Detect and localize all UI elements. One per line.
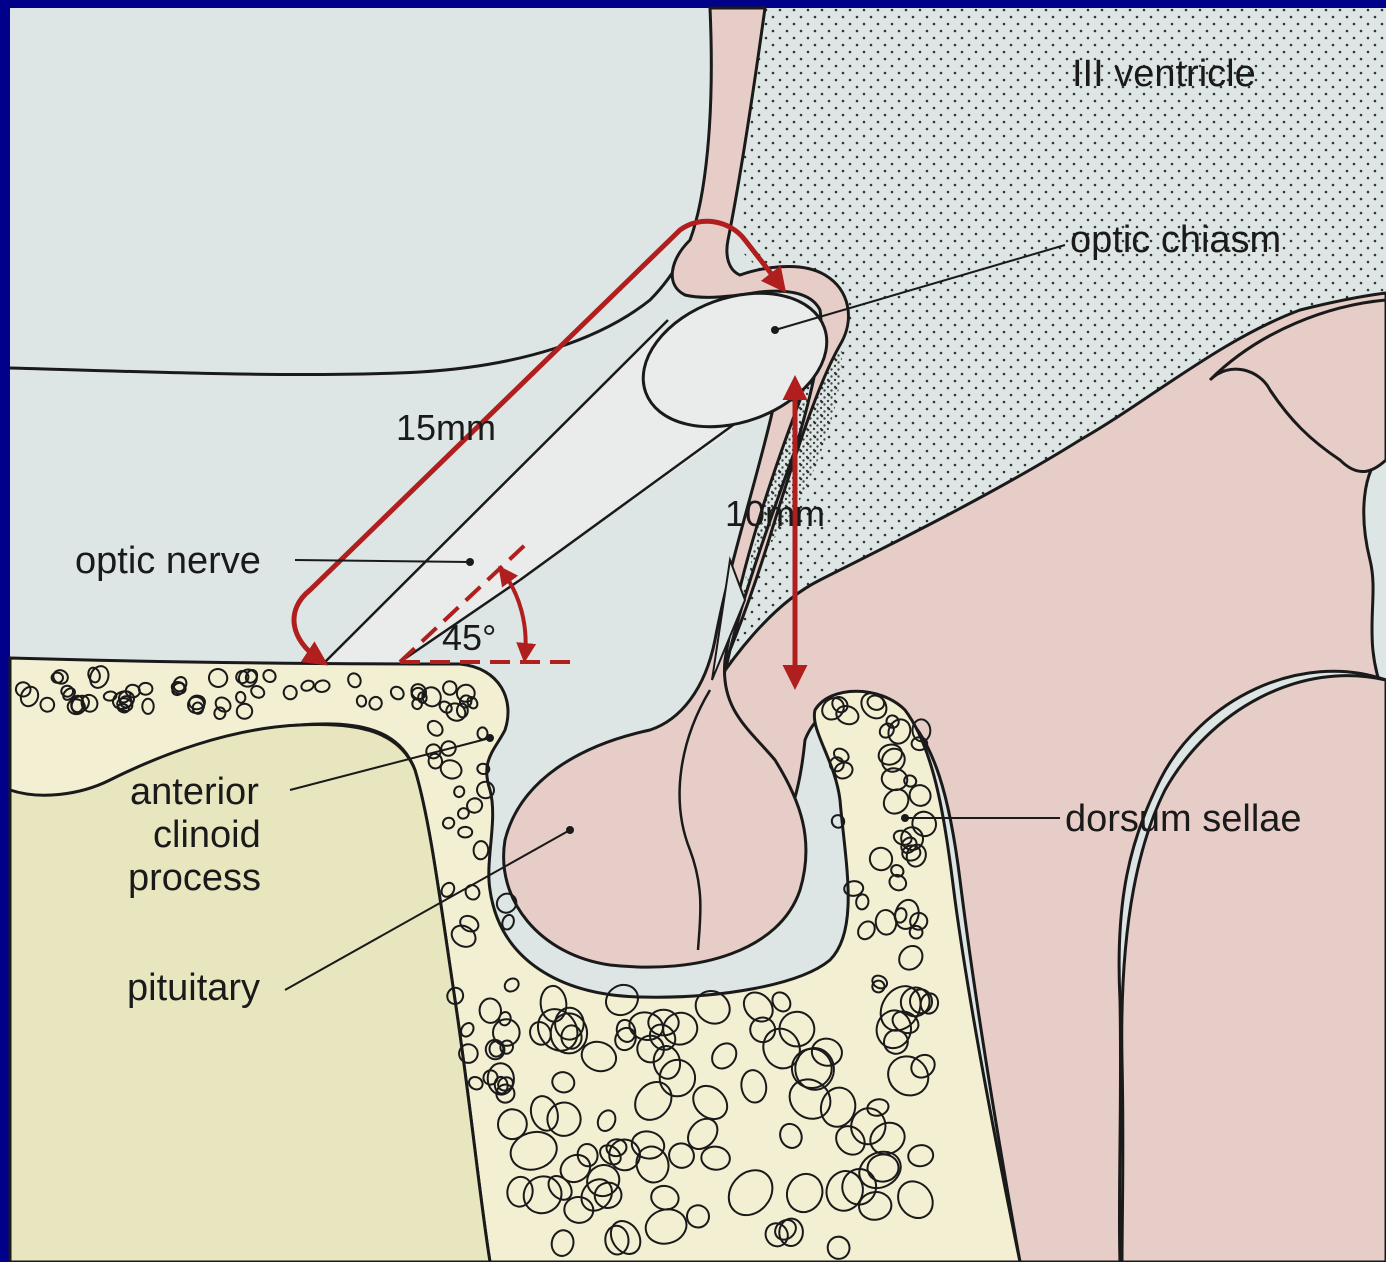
measure-10mm-label: 10mm [725, 493, 825, 534]
leader-pituitary-dot [566, 826, 574, 834]
measure-15mm-label: 15mm [396, 407, 496, 448]
label-optic-chiasm: optic chiasm [1070, 219, 1281, 261]
measure-45deg-label: 45° [442, 617, 496, 658]
label-dorsum-sellae: dorsum sellae [1065, 798, 1302, 840]
label-anterior-clinoid-1: anterior [130, 771, 259, 813]
label-anterior-clinoid-3: process [128, 857, 261, 899]
leader-optic-chiasm-dot [771, 326, 779, 334]
leader-optic-nerve-dot [466, 558, 474, 566]
label-pituitary: pituitary [127, 967, 260, 1009]
leader-anterior-clinoid-dot [486, 734, 494, 742]
leader-dorsum-sellae-dot [901, 814, 909, 822]
label-third-ventricle: III ventricle [1072, 53, 1256, 95]
label-anterior-clinoid-2: clinoid [153, 814, 261, 856]
label-optic-nerve: optic nerve [75, 540, 261, 582]
